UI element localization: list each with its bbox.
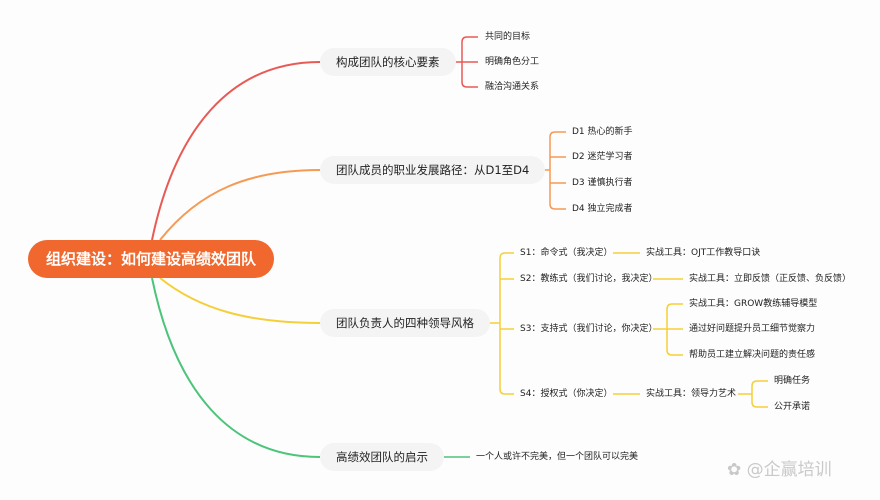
style-s3-tool-3: 帮助员工建立解决问题的责任感 xyxy=(689,350,816,360)
career-item-d4: D4 独立完成者 xyxy=(572,204,633,214)
branch-insight: 高绩效团队的启示 xyxy=(320,443,444,471)
core-item-roles: 明确角色分工 xyxy=(485,57,540,67)
career-item-d2: D2 迷茫学习者 xyxy=(572,152,633,162)
style-s4: S4：授权式（你决定） xyxy=(520,389,613,399)
insight-note: 一个人或许不完美，但一个团队可以完美 xyxy=(476,452,639,462)
style-s3-tool-2: 通过好问题提升员工细节觉察力 xyxy=(689,324,816,334)
career-item-d1: D1 热心的新手 xyxy=(572,127,633,137)
style-s2-tool: 实战工具：立即反馈（正反馈、负反馈） xyxy=(689,274,852,284)
connector-root-b2 xyxy=(159,169,321,241)
connector-root-b4 xyxy=(151,277,321,458)
style-s1: S1：命令式（我决定） xyxy=(520,248,613,258)
bracket-b1 xyxy=(455,36,478,88)
connector-root-b1 xyxy=(151,61,321,241)
core-item-goal: 共同的目标 xyxy=(485,32,531,42)
bracket-s4 xyxy=(738,380,768,408)
root-topic: 组织建设：如何建设高绩效团队 xyxy=(28,240,274,278)
watermark-text: 企赢培训 xyxy=(763,460,832,480)
style-s3-tool-1: 实战工具：GROW教练辅导模型 xyxy=(689,299,818,309)
style-s4-sub-commit: 公开承诺 xyxy=(774,402,811,412)
style-s3: S3：支持式（我们讨论，你决定） xyxy=(520,324,658,334)
branch-core-elements: 构成团队的核心要素 xyxy=(320,48,456,76)
core-item-communication: 融洽沟通关系 xyxy=(485,82,540,92)
bracket-s3 xyxy=(653,303,683,356)
career-item-d3: D3 谨慎执行者 xyxy=(572,178,633,188)
style-s1-tool: 实战工具：OJT工作教导口诀 xyxy=(646,248,761,258)
branch-career-path: 团队成员的职业发展路径：从D1至D4 xyxy=(320,156,546,184)
connector-root-b3 xyxy=(159,277,321,324)
style-s2: S2：教练式（我们讨论，我决定） xyxy=(520,274,658,284)
branch-leadership-styles: 团队负责人的四种领导风格 xyxy=(320,309,490,337)
bracket-b3 xyxy=(487,252,514,395)
style-s4-sub-task: 明确任务 xyxy=(774,376,811,386)
watermark-logo-icon: ✿ xyxy=(727,460,742,480)
style-s4-tool: 实战工具：领导力艺术 xyxy=(646,389,737,399)
watermark: ✿ @企赢培训 xyxy=(727,460,832,480)
